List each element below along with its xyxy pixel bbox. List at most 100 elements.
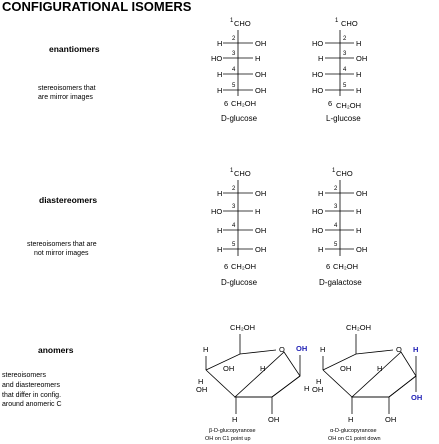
section-desc-anomers-2: and diastereomers <box>2 382 60 389</box>
c2-left: H <box>318 189 323 198</box>
c5-right: OH <box>356 245 367 254</box>
c4-h-label: H <box>316 377 321 386</box>
fischer-projection-l-glucose: 1 CHO HO 2 H H 3 OH HO 4 H HO 5 H 6 CH₂O… <box>312 18 367 123</box>
c5-number: 5 <box>343 83 347 89</box>
ch2oh-label: CH₂OH <box>346 323 371 332</box>
fischer-projection-d-glucose: 1 CHO H 2 OH HO 3 H H 4 OH H 5 OH 6 CH₂O… <box>211 18 266 123</box>
section-label-anomers: anomers <box>38 345 74 355</box>
c5-h-label: H <box>320 345 325 354</box>
c3-oh-label: H <box>232 415 237 424</box>
ring-oxygen: O <box>279 345 285 354</box>
section-desc-diastereomers-2: not mirror images <box>34 250 89 257</box>
c2-oh-label: OH <box>312 385 323 394</box>
anomeric-oh-beta: OH <box>296 344 307 353</box>
c3-oh-label: H <box>348 415 353 424</box>
c4-number: 4 <box>334 223 338 229</box>
c5-right: OH <box>255 245 266 254</box>
section-label-diastereomers: diastereomers <box>39 195 97 205</box>
section-desc-diastereomers-1: stereoisomers that are <box>27 241 97 248</box>
ring-oxygen: O <box>396 345 402 354</box>
c4-right: OH <box>255 70 266 79</box>
c2-right: OH <box>255 189 266 198</box>
cho-group: CHO <box>336 169 353 178</box>
c2-h-label: OH <box>385 415 396 424</box>
c2-right: H <box>356 39 361 48</box>
c4-number: 4 <box>232 223 236 229</box>
c2-number: 2 <box>232 36 236 42</box>
c3-number: 3 <box>232 204 236 210</box>
caption-beta-2: OH on C1 point up <box>205 436 251 442</box>
pyranose-ring <box>205 349 301 398</box>
ch2oh-group: CH₂OH <box>333 262 358 271</box>
c4-left: H <box>217 226 222 235</box>
haworth-beta-d-glucopyranose: CH₂OH H O OH OH H H H OH H OH β-D-glucop… <box>196 323 309 442</box>
fischer-projection-d-galactose: 1 CHO H 2 OH HO 3 H HO 4 H H 5 OH 6 CH₂O… <box>312 168 367 287</box>
c1-number: 1 <box>335 18 339 24</box>
c3-number: 3 <box>334 204 338 210</box>
c4-right: H <box>356 226 361 235</box>
c3-number: 3 <box>232 51 236 57</box>
c4-right: H <box>356 70 361 79</box>
c4-number: 4 <box>343 67 347 73</box>
c2-left: H <box>217 189 222 198</box>
c2-h-label: OH <box>268 415 279 424</box>
c6-number: 6 <box>224 262 228 271</box>
structure-name-d-glucose-2: D-glucose <box>221 278 258 287</box>
c3-left: HO <box>312 207 323 216</box>
c3-left: H <box>318 54 323 63</box>
section-label-enantiomers: enantiomers <box>49 44 100 54</box>
c3-h-label: H <box>260 364 265 373</box>
structure-name-d-galactose: D-galactose <box>319 278 362 287</box>
ch2oh-group: CH₂OH <box>231 99 256 108</box>
c2-left: HO <box>312 39 323 48</box>
c4-left: H <box>217 70 222 79</box>
c3-right: H <box>255 54 260 63</box>
c4-left: HO <box>312 226 323 235</box>
c2-right: OH <box>356 189 367 198</box>
page-title: CONFIGURATIONAL ISOMERS <box>2 0 192 14</box>
c5-number: 5 <box>232 83 236 89</box>
ch2oh-label: CH₂OH <box>230 323 255 332</box>
c1-h-label: H <box>304 384 309 393</box>
section-desc-enantiomers-1: stereoisomers that <box>38 85 96 92</box>
c2-number: 2 <box>232 186 236 192</box>
section-desc-anomers-1: stereoisomers <box>2 372 46 379</box>
fischer-projection-d-glucose-2: 1 CHO H 2 OH HO 3 H H 4 OH H 5 OH 6 CH₂O… <box>211 168 266 287</box>
section-desc-anomers-3: that differ in config. <box>2 392 61 399</box>
c4-left: HO <box>312 70 323 79</box>
caption-alpha-2: OH on C1 point down <box>328 436 381 442</box>
section-desc-enantiomers-2: are mirror images <box>38 94 93 101</box>
c5-number: 5 <box>232 242 236 248</box>
c4-h-label: H <box>198 377 203 386</box>
c5-left: HO <box>312 86 323 95</box>
c2-number: 2 <box>334 186 338 192</box>
c6-number: 6 <box>328 99 332 108</box>
c6-number: 6 <box>224 99 228 108</box>
c3-left: HO <box>211 207 222 216</box>
c2-right: OH <box>255 39 266 48</box>
c5-number: 5 <box>334 242 338 248</box>
cho-group: CHO <box>234 169 251 178</box>
c5-left: H <box>318 245 323 254</box>
c3-h-label: H <box>377 364 382 373</box>
c2-number: 2 <box>343 36 347 42</box>
c4-right: OH <box>255 226 266 235</box>
c5-left: H <box>217 245 222 254</box>
c3-number: 3 <box>343 51 347 57</box>
structure-name-l-glucose: L-glucose <box>326 114 361 123</box>
c4-oh-label: OH <box>223 364 234 373</box>
ch2oh-group: CH₂OH <box>231 262 256 271</box>
section-desc-anomers-4: around anomeric C <box>2 401 62 408</box>
c3-right: H <box>255 207 260 216</box>
anomeric-oh-alpha: OH <box>411 393 422 402</box>
c5-right: H <box>356 86 361 95</box>
c1-number: 1 <box>230 18 234 24</box>
c2-left: H <box>217 39 222 48</box>
c4-number: 4 <box>232 67 236 73</box>
c5-right: OH <box>255 86 266 95</box>
c1-number: 1 <box>332 168 336 174</box>
cho-group: CHO <box>234 19 251 28</box>
c2-oh-label: OH <box>196 385 207 394</box>
caption-beta-1: β-D-glucopyranose <box>209 428 256 434</box>
c3-right: OH <box>356 54 367 63</box>
